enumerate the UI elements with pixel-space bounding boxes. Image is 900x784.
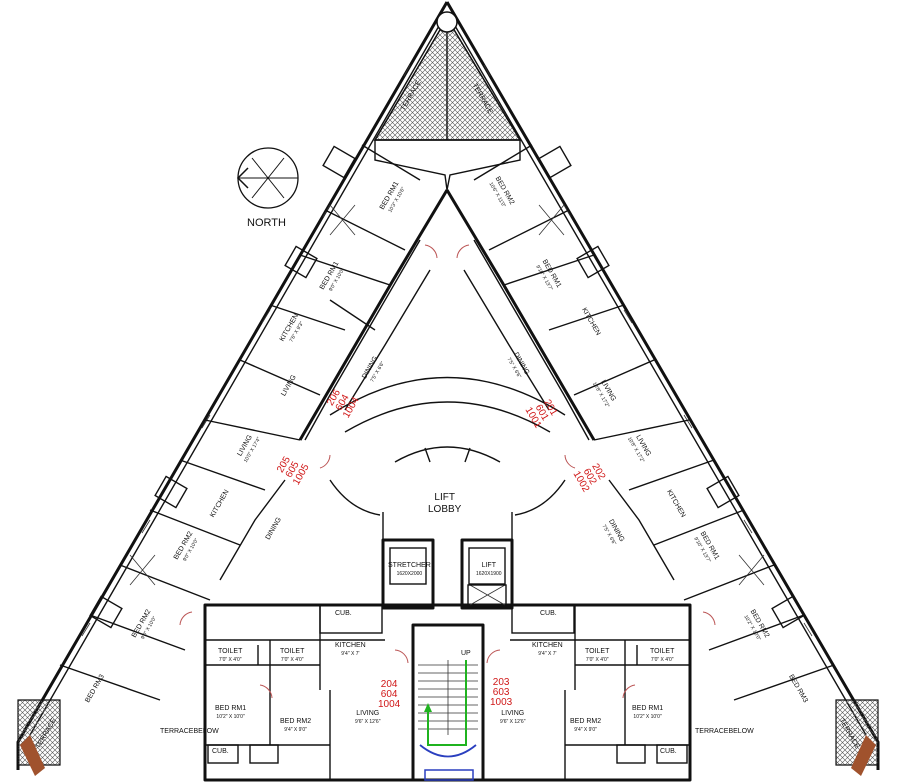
room-dim: 9'4" X 7' bbox=[538, 651, 557, 657]
room-bed-rm2-b2: BED RM2 9'4" X 9'0" bbox=[570, 718, 601, 734]
lift-label: LIFT 1620X1900 bbox=[476, 562, 502, 578]
room-name: TOILET bbox=[585, 648, 610, 655]
lift-text: LIFT bbox=[434, 492, 455, 503]
left-wing-rooms bbox=[59, 144, 421, 701]
room-dim: 9'4" X 7' bbox=[341, 651, 360, 657]
room-dim: 10'2" X 10'0" bbox=[216, 714, 245, 720]
room-name: TOILET bbox=[280, 648, 305, 655]
room-kitchen-b2: KITCHEN 9'4" X 7' bbox=[532, 642, 563, 658]
room-name: TOILET bbox=[650, 648, 675, 655]
stretcher-text: STRETCHER bbox=[388, 562, 431, 569]
room-toilet-b1: TOILET 7'0" X 4'0" bbox=[218, 648, 242, 664]
room-dim: 9'4" X 9'0" bbox=[574, 727, 597, 733]
room-dim: 9'6" X 12'6" bbox=[355, 719, 381, 725]
room-name: BED RM2 bbox=[280, 718, 312, 725]
room-dim: 7'0" X 4'0" bbox=[218, 657, 242, 663]
lift-lobby-label: LIFT LOBBY bbox=[428, 492, 461, 516]
room-name: BELOW bbox=[193, 728, 219, 735]
core bbox=[381, 512, 514, 782]
room-bed-rm2-b1: BED RM2 9'4" X 9'0" bbox=[280, 718, 311, 734]
lift-lobby-arcs bbox=[329, 376, 566, 516]
room-name: LIVING bbox=[501, 710, 525, 717]
room-name: KITCHEN bbox=[532, 642, 563, 649]
cupboard-b4: CUB. bbox=[660, 748, 677, 755]
room-toilet-b4: TOILET 7'0" X 4'0" bbox=[650, 648, 674, 664]
room-name: TERRACE bbox=[695, 728, 729, 735]
room-dim: 9'4" X 9'0" bbox=[284, 727, 307, 733]
terrace-below-right: TERRACEBELOW bbox=[695, 728, 754, 736]
north-arrow-icon bbox=[236, 147, 299, 209]
room-kitchen-b1: KITCHEN 9'4" X 7' bbox=[335, 642, 366, 658]
top-terrace bbox=[373, 11, 522, 191]
right-wing-rooms bbox=[473, 144, 835, 701]
room-name: BED RM1 bbox=[215, 705, 247, 712]
room-name: BED RM1 bbox=[632, 705, 664, 712]
inner-walls bbox=[298, 189, 596, 441]
door-swings bbox=[179, 244, 716, 699]
room-name: LIVING bbox=[356, 710, 380, 717]
room-toilet-b2: TOILET 7'0" X 4'0" bbox=[280, 648, 304, 664]
room-name: BELOW bbox=[728, 728, 754, 735]
stretcher-dim: 1620X2000 bbox=[396, 571, 423, 577]
cupboard-b3: CUB. bbox=[212, 748, 229, 755]
stair-up-label: UP bbox=[461, 650, 471, 657]
corner-terraces bbox=[17, 699, 879, 776]
unit-label: 603 bbox=[492, 687, 510, 698]
cupboard-b2: CUB. bbox=[540, 610, 557, 617]
lift-dim: 1620X1900 bbox=[476, 571, 502, 577]
room-dim: 7'0" X 4'0" bbox=[280, 657, 304, 663]
unit-label: 1003 bbox=[490, 697, 513, 708]
room-bed-rm1-b2: BED RM1 10'2" X 10'0" bbox=[632, 705, 663, 721]
terrace-below-left: TERRACEBELOW bbox=[160, 728, 219, 736]
room-bed-rm1-b1: BED RM1 10'2" X 10'0" bbox=[215, 705, 246, 721]
room-dim: 9'6" X 12'6" bbox=[500, 719, 526, 725]
north-label: NORTH bbox=[247, 217, 286, 229]
room-living-b1: LIVING 9'6" X 12'6" bbox=[355, 710, 380, 726]
room-name: TOILET bbox=[218, 648, 243, 655]
lobby-text: LOBBY bbox=[428, 504, 462, 515]
unit-label: 203 bbox=[492, 677, 510, 688]
bottom-block bbox=[203, 603, 692, 782]
unit-label: 1004 bbox=[378, 699, 401, 710]
unit-label: 604 bbox=[380, 689, 398, 700]
unit-label: 204 bbox=[380, 679, 398, 690]
lift-small-text: LIFT bbox=[481, 562, 496, 569]
room-dim: 7'0" X 4'0" bbox=[650, 657, 674, 663]
cupboard-b1: CUB. bbox=[335, 610, 352, 617]
room-living-b2: LIVING 9'6" X 12'6" bbox=[500, 710, 525, 726]
room-name: BED RM2 bbox=[570, 718, 602, 725]
stretcher-lift-label: STRETCHER 1620X2000 bbox=[388, 562, 431, 578]
room-dim: 7'0" X 4'0" bbox=[585, 657, 609, 663]
room-name: KITCHEN bbox=[335, 642, 366, 649]
room-name: TERRACE bbox=[160, 728, 194, 735]
room-toilet-b3: TOILET 7'0" X 4'0" bbox=[585, 648, 609, 664]
unit-number-203: 203 603 1003 bbox=[490, 678, 512, 708]
unit-number-204: 204 604 1004 bbox=[378, 680, 400, 710]
room-dim: 10'2" X 10'0" bbox=[633, 714, 662, 720]
